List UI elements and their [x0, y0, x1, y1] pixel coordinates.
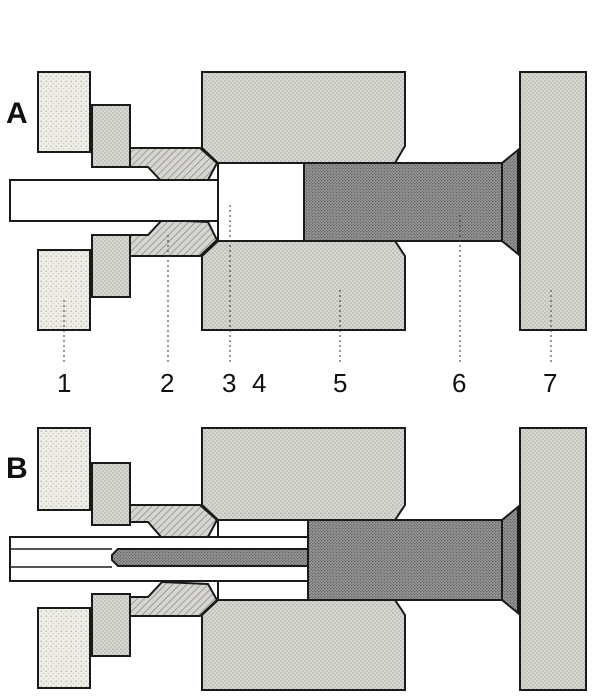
callout-1: 1 [57, 368, 71, 398]
callout-3: 3 [222, 368, 236, 398]
part-6-ram-flange-b [501, 504, 519, 616]
part-1-upper-block-b [37, 427, 91, 511]
callout-7: 7 [543, 368, 557, 398]
part-5-lower-container-a [201, 240, 406, 331]
part-4-mandrel-b [111, 548, 311, 567]
inner-lower-block-b [91, 593, 131, 657]
inner-lower-block-a [91, 234, 131, 298]
part-6-ram-b [307, 519, 503, 601]
leader-lines [63, 205, 552, 365]
part-5-upper-container-b [201, 427, 406, 521]
callout-4: 4 [252, 368, 266, 398]
part-5-lower-container-b [201, 599, 406, 691]
part-1-lower-block-a [37, 249, 91, 331]
part-6-ram-flange-a [501, 147, 519, 257]
part-2-upper-die-a [129, 147, 219, 184]
callout-5: 5 [333, 368, 347, 398]
panel-label-b: B [6, 452, 28, 485]
part-7-platen-b [519, 427, 587, 691]
panel-label-a: A [6, 97, 28, 130]
part-1-upper-block-a [37, 71, 91, 153]
part-7-platen-a [519, 71, 587, 331]
inner-upper-block-b [91, 462, 131, 526]
panel-a [9, 71, 587, 331]
part-5-upper-container-a [201, 71, 406, 164]
part-3-billet-a [217, 162, 305, 242]
part-2-lower-die-b [129, 580, 219, 617]
part-2-upper-die-b [129, 504, 219, 540]
part-1-lower-block-b [37, 607, 91, 689]
part-2-lower-die-a [129, 218, 219, 257]
part-6-ram-a [303, 162, 503, 242]
callout-2: 2 [160, 368, 174, 398]
inner-upper-block-a [91, 104, 131, 168]
extruded-rod-a [9, 179, 219, 222]
panel-b [9, 427, 587, 691]
callout-6: 6 [452, 368, 466, 398]
